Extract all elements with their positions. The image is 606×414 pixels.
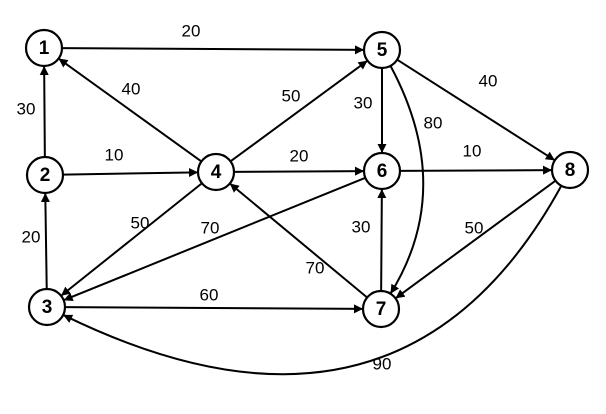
edge-weight-4-1: 40 [122,79,141,98]
edge-weight-4-6: 20 [290,146,309,165]
node-circle-1 [24,28,64,68]
edge-2-1 [39,65,49,158]
edge-weight-5-8: 40 [479,71,498,90]
edge-8-7 [394,179,557,300]
edge-weights: 20 30 40 10 20 50 20 50 30 40 80 10 70 70 30 60 50 90 [17,21,498,373]
node-2: 2 [25,155,65,195]
node-4: 4 [196,152,236,192]
node-circle-4 [196,152,236,192]
edge-weight-7-4: 70 [306,258,325,277]
node-circle-3 [27,287,67,327]
edge-5-8 [396,58,556,162]
edge-weight-2-4: 10 [105,145,124,164]
edge-weight-8-7: 50 [465,218,484,237]
edge-6-8 [399,165,553,175]
node-7: 7 [361,289,401,329]
node-label-2: 2 [40,165,51,186]
edges [39,45,563,376]
edge-weight-1-5: 20 [182,21,201,40]
edge-3-2 [40,192,50,290]
edge-4-3 [60,182,203,297]
edge-weight-7-6: 30 [352,217,371,236]
node-circle-2 [25,155,65,195]
edge-weight-3-2: 20 [22,227,41,246]
edge-7-4 [229,182,368,299]
node-5: 5 [362,30,402,70]
node-circle-5 [362,30,402,70]
node-6: 6 [362,151,402,191]
edge-7-6 [377,188,387,292]
node-label-3: 3 [42,297,53,318]
edge-4-6 [233,166,365,176]
edge-weight-4-3: 50 [131,213,150,232]
edge-weight-6-8: 10 [463,141,482,160]
edge-5-7 [389,65,425,295]
edge-weight-5-7: 80 [424,113,443,132]
edge-4-1 [58,57,202,163]
node-3: 3 [27,287,67,327]
edge-8-3 [62,185,563,376]
node-label-4: 4 [211,162,222,183]
node-circle-7 [361,289,401,329]
node-1: 1 [24,28,64,68]
edge-1-5 [61,45,365,55]
edge-weight-6-3: 70 [201,218,220,237]
edge-weight-8-3: 90 [373,354,392,373]
edge-weight-5-6: 30 [354,93,373,112]
node-circle-6 [362,151,402,191]
node-label-5: 5 [377,40,388,61]
node-circle-8 [550,150,590,190]
node-label-6: 6 [377,161,388,182]
edge-2-4 [62,167,199,177]
edge-weight-3-7: 60 [200,285,219,304]
node-label-1: 1 [39,38,50,59]
edge-6-3 [63,176,366,302]
nodes: 1 2 3 4 5 6 7 8 [24,28,590,329]
edge-weight-2-1: 30 [17,99,36,118]
edge-4-5 [229,59,369,163]
node-label-7: 7 [376,299,387,320]
node-label-8: 8 [565,160,576,181]
edge-weight-4-5: 50 [282,86,301,105]
edge-3-7 [64,304,364,314]
node-8: 8 [550,150,590,190]
